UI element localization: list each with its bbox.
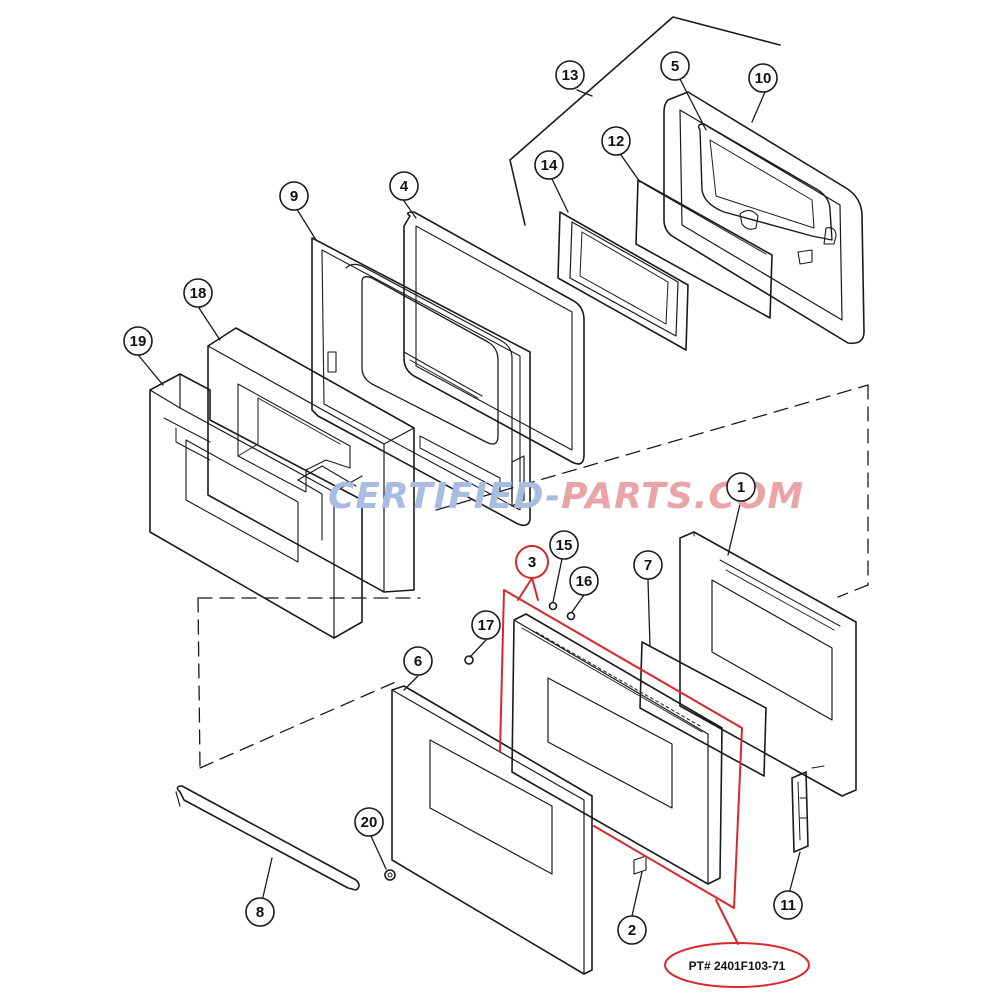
callout-9: 9 <box>279 181 309 211</box>
callout-number: 12 <box>608 133 625 150</box>
assembly-guide-lines <box>197 384 869 769</box>
callout-circle <box>660 51 690 81</box>
part-11-hinge <box>791 771 809 853</box>
callout-circle <box>601 126 631 156</box>
callout-number: 5 <box>671 58 679 75</box>
callout-1: 1 <box>726 472 756 502</box>
callout-circle <box>123 326 153 356</box>
callout-7: 7 <box>633 550 663 580</box>
watermark-part2: PARTS.COM <box>561 476 804 517</box>
callout-circle <box>403 646 433 676</box>
callout-circle <box>471 610 501 640</box>
callout-16: 16 <box>569 566 599 596</box>
callout-number: 14 <box>541 157 558 174</box>
callout-11: 11 <box>773 890 803 920</box>
callout-number: 18 <box>190 285 207 302</box>
callout-circle <box>617 915 647 945</box>
callout-3: 3 <box>528 554 536 571</box>
callout-circle <box>549 530 579 560</box>
part-13-bracket-line <box>509 16 781 226</box>
callout-14: 14 <box>534 150 564 180</box>
part-8-door-handle <box>175 785 360 891</box>
callout-circle <box>183 278 213 308</box>
callout-number: 7 <box>644 557 652 574</box>
callout-circle <box>633 550 663 580</box>
callout-circle <box>748 63 778 93</box>
callout-6: 6 <box>403 646 433 676</box>
callout-5: 5 <box>660 51 690 81</box>
callout-circle <box>534 150 564 180</box>
callout-number: 20 <box>361 814 378 831</box>
part-10-inner-door-panel <box>663 91 865 345</box>
callout-number: 15 <box>556 537 573 554</box>
callout-number: 8 <box>256 904 264 921</box>
callout-2: 2 <box>617 915 647 945</box>
part-4-door-gasket <box>403 211 585 465</box>
callout-13: 13 <box>555 60 585 90</box>
callout-17: 17 <box>471 610 501 640</box>
callout-number: 4 <box>400 178 409 195</box>
part-3-highlight <box>499 545 810 988</box>
callout-number: 19 <box>130 333 147 350</box>
part-3-door-assembly <box>511 613 723 885</box>
callout-number: 16 <box>576 573 593 590</box>
callout-18: 18 <box>183 278 213 308</box>
callout-circle <box>555 60 585 90</box>
callout-circle <box>569 566 599 596</box>
callout-leader-lines <box>138 78 801 917</box>
callout-circle <box>279 181 309 211</box>
callout-circle <box>389 171 419 201</box>
callout-19: 19 <box>123 326 153 356</box>
callout-12: 12 <box>601 126 631 156</box>
callout-number: 17 <box>478 617 495 634</box>
callout-number: 11 <box>780 897 796 914</box>
callout-number: 3 <box>528 554 536 571</box>
part-14-window-frame <box>557 211 689 351</box>
callout-number: 13 <box>562 67 579 84</box>
callout-10: 10 <box>748 63 778 93</box>
callout-number: 6 <box>414 653 422 670</box>
callout-number: 9 <box>290 188 298 205</box>
part-12-glass <box>635 179 773 319</box>
watermark: CERTIFIED-PARTS.COM <box>328 476 804 517</box>
callout-circle <box>245 897 275 927</box>
part-7-glass <box>639 641 767 777</box>
callout-number: 10 <box>755 70 772 87</box>
part-9-door-liner <box>311 237 531 527</box>
part-number-label: PT# 2401F103-71 <box>689 959 786 973</box>
callout-circle <box>773 890 803 920</box>
hardware-screws <box>384 601 576 881</box>
callout-4: 4 <box>389 171 419 201</box>
callout-number: 2 <box>628 922 636 939</box>
part-19-insulation <box>149 373 363 639</box>
part-18-insulation <box>207 327 415 593</box>
callout-circle <box>354 807 384 837</box>
watermark-part1: CERTIFIED- <box>328 476 561 517</box>
callout-20: 20 <box>354 807 384 837</box>
part-6-outer-door-panel <box>391 685 593 975</box>
callout-8: 8 <box>245 897 275 927</box>
callout-circle <box>726 472 756 502</box>
part-1-door-frame <box>679 531 857 797</box>
callout-15: 15 <box>549 530 579 560</box>
callout-number: 1 <box>737 479 745 496</box>
